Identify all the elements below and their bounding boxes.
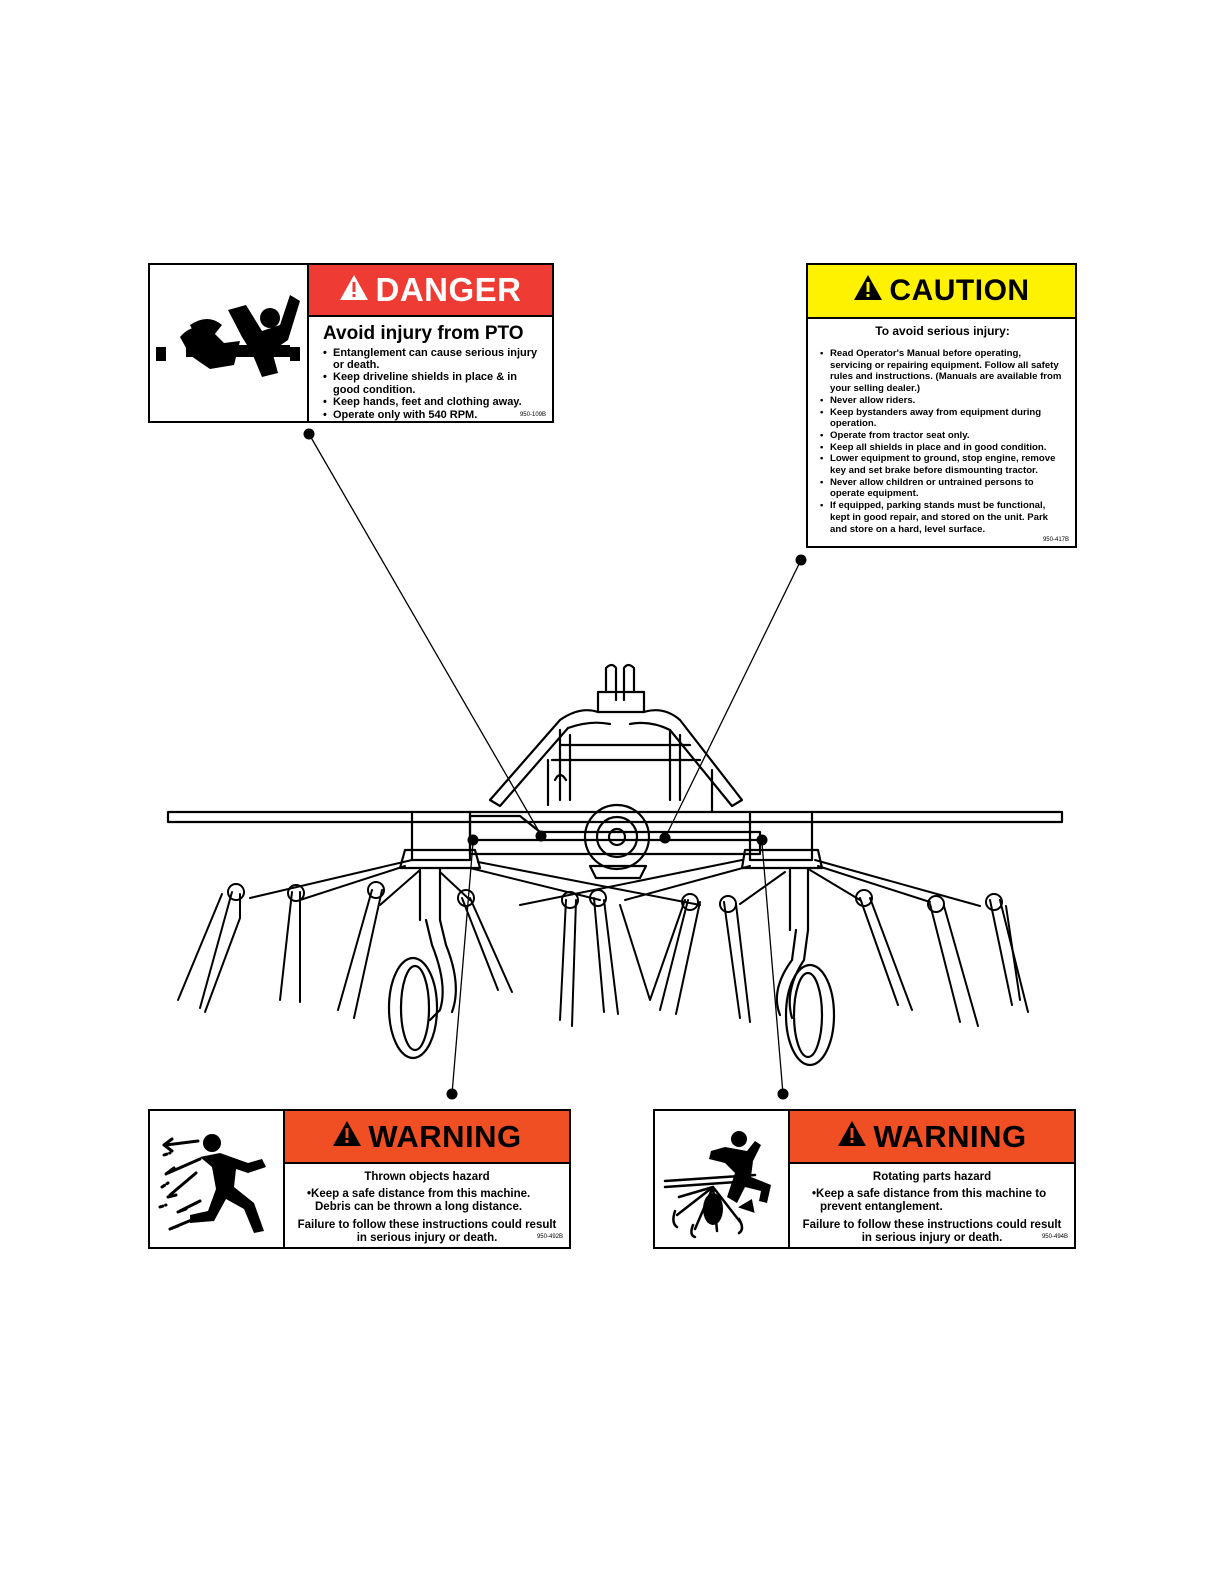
callout-dots bbox=[303, 428, 807, 1100]
decal-code: 950-109B bbox=[519, 412, 546, 418]
list-item: Keep driveline shields in place & in goo… bbox=[323, 371, 544, 396]
warning2-failure: Failure to follow these instructions cou… bbox=[802, 1219, 1062, 1244]
list-item: If equipped, parking stands must be func… bbox=[820, 500, 1065, 535]
list-item: Keep all shields in place and in good co… bbox=[820, 442, 1065, 454]
list-item: Never allow riders. bbox=[820, 395, 1065, 407]
danger-decal: DANGER Avoid injury from PTO Entanglemen… bbox=[148, 263, 554, 423]
list-item: Keep hands, feet and clothing away. bbox=[323, 396, 544, 409]
list-item: Operate from tractor seat only. bbox=[820, 430, 1065, 442]
rotor-hubs bbox=[398, 810, 824, 932]
leader-caution bbox=[664, 559, 802, 839]
list-item: Entanglement can cause serious injury or… bbox=[323, 347, 544, 372]
leader-lines bbox=[308, 433, 802, 1095]
warning1-header-label: WARNING bbox=[368, 1118, 522, 1154]
warning1-message: •Keep a safe distance from this machine.… bbox=[307, 1188, 531, 1213]
danger-subtitle: Avoid injury from PTO bbox=[323, 322, 524, 344]
wheels bbox=[387, 918, 836, 1067]
warning2-header-label: WARNING bbox=[873, 1118, 1027, 1154]
decal-code: 950-492B bbox=[536, 1234, 563, 1240]
warning-triangle-icon bbox=[332, 1119, 362, 1155]
hitch-frame bbox=[488, 663, 744, 814]
decal-code: 950-494B bbox=[1041, 1234, 1068, 1240]
caution-list: Read Operator's Manual before operating,… bbox=[820, 348, 1065, 535]
warning-triangle-icon bbox=[339, 271, 369, 309]
thrown-objects-icon bbox=[150, 1111, 285, 1247]
caution-decal: CAUTION To avoid serious injury: Read Op… bbox=[806, 263, 1077, 548]
leader-danger bbox=[308, 433, 542, 836]
pto-entanglement-icon bbox=[150, 265, 309, 421]
tine-coils bbox=[227, 881, 1003, 913]
caution-header: CAUTION bbox=[808, 265, 1075, 319]
warning-triangle-icon bbox=[853, 274, 883, 309]
list-item: Lower equipment to ground, stop engine, … bbox=[820, 453, 1065, 476]
danger-header-label: DANGER bbox=[375, 270, 522, 308]
list-item: Keep bystanders away from equipment duri… bbox=[820, 407, 1065, 430]
warning-triangle-icon bbox=[837, 1119, 867, 1155]
warning-thrown-objects-decal: WARNING Thrown objects hazard •Keep a sa… bbox=[148, 1109, 571, 1249]
rotating-parts-icon bbox=[655, 1111, 790, 1247]
main-beam bbox=[166, 803, 1064, 880]
warning2-message: •Keep a safe distance from this machine … bbox=[812, 1188, 1047, 1213]
list-item: Read Operator's Manual before operating,… bbox=[820, 348, 1065, 395]
decal-code: 950-417B bbox=[1042, 537, 1069, 543]
caution-subtitle: To avoid serious injury: bbox=[875, 324, 1010, 338]
warning1-header: WARNING bbox=[285, 1111, 569, 1164]
warning2-subtitle: Rotating parts hazard bbox=[872, 1171, 992, 1183]
danger-header: DANGER bbox=[309, 265, 552, 317]
warning1-subtitle: Thrown objects hazard bbox=[364, 1171, 490, 1183]
warning-rotating-parts-decal: WARNING Rotating parts hazard •Keep a sa… bbox=[653, 1109, 1076, 1249]
caution-header-label: CAUTION bbox=[889, 274, 1030, 307]
list-item: Operate only with 540 RPM. bbox=[323, 409, 544, 421]
leader-warning1 bbox=[451, 842, 474, 1095]
list-item: Never allow children or untrained person… bbox=[820, 477, 1065, 500]
danger-list: Entanglement can cause serious injury or… bbox=[323, 347, 544, 421]
rake-tines bbox=[177, 859, 1029, 1027]
warning2-header: WARNING bbox=[790, 1111, 1074, 1164]
warning1-failure: Failure to follow these instructions cou… bbox=[297, 1219, 557, 1244]
